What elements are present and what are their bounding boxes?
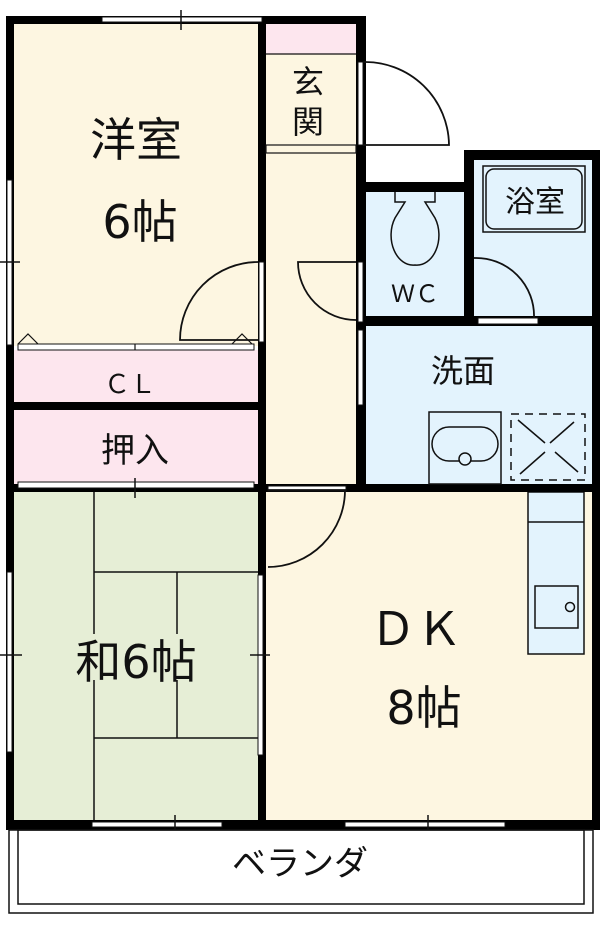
toilet-icon xyxy=(390,192,440,266)
washbasin-cabinet xyxy=(428,411,502,485)
western-room-label: 洋室 xyxy=(90,113,182,167)
bathtub-icon xyxy=(482,165,586,233)
door-swings xyxy=(179,61,535,568)
veranda-inner xyxy=(17,829,585,905)
entrance-step xyxy=(265,144,357,154)
wc-floor xyxy=(366,192,464,318)
japanese-room-label: 和6帖 xyxy=(75,635,196,689)
closet-cl-floor xyxy=(14,350,258,402)
bath-floor xyxy=(474,160,592,318)
washroom-floor xyxy=(366,326,592,484)
entrance-label-bottom: 関 xyxy=(292,103,324,141)
wc-label: ＷＣ xyxy=(391,280,439,308)
closet-markers xyxy=(17,333,253,350)
dk-size: 8帖 xyxy=(386,681,461,735)
western-room-floor xyxy=(14,24,258,346)
closet-cl-label: ＣＬ xyxy=(104,370,156,400)
veranda-outer xyxy=(8,829,594,914)
kitchen-counter xyxy=(527,491,585,655)
washing-machine-x xyxy=(517,419,579,475)
washroom-label: 洗面 xyxy=(431,352,495,390)
entrance-shoe-closet xyxy=(266,24,358,54)
bath-label: 浴室 xyxy=(505,185,565,220)
window-openings xyxy=(6,16,539,828)
kitchen-sink xyxy=(534,585,579,629)
oshiire-floor xyxy=(14,410,258,486)
veranda-label: ベランダ xyxy=(232,844,368,884)
window-ticks xyxy=(0,10,429,835)
western-room-size: 6帖 xyxy=(102,195,177,249)
washbasin-drain xyxy=(458,452,472,466)
bathtub-inner xyxy=(485,168,583,230)
oshiire-label: 押入 xyxy=(101,431,169,471)
kitchen-drain xyxy=(564,601,576,613)
japanese-label-bg xyxy=(62,634,210,680)
entrance-floor xyxy=(266,24,358,490)
entrance-label-top: 玄 xyxy=(292,63,324,101)
dk-label: ＤＫ xyxy=(370,602,462,656)
